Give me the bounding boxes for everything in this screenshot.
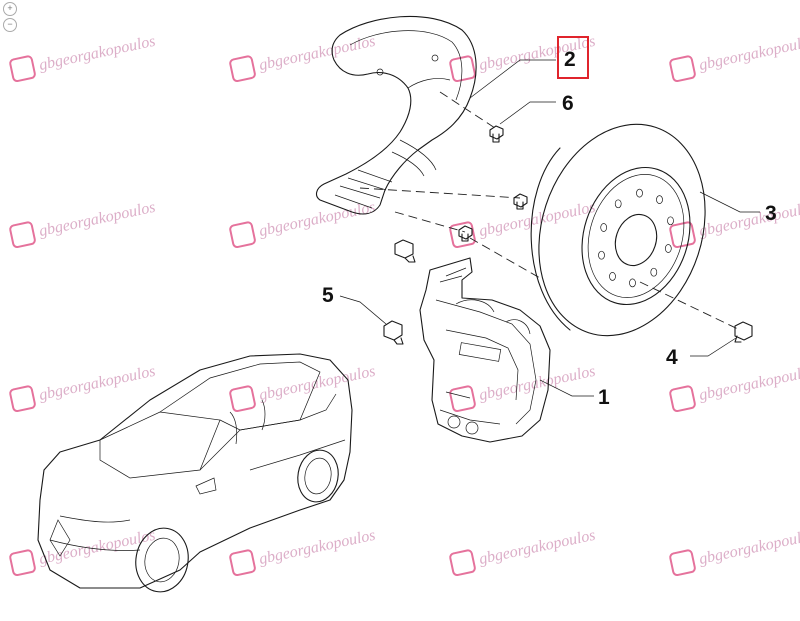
callout-label-2[interactable]: 2: [564, 48, 576, 71]
car-illustration: [37, 353, 353, 593]
watermark-logo-icon: [229, 221, 256, 249]
caliper-bolt-part[interactable]: [383, 320, 404, 345]
watermark-layer: gbgeorgakopoulos gbgeorgakopoulos gbgeorga…: [9, 33, 800, 577]
watermark-text: gbgeorgakopoulos: [478, 33, 597, 74]
watermark-10: gbgeorgakopoulos: [229, 363, 377, 413]
disc-lug-holes: [598, 188, 674, 288]
watermark-11: gbgeorgakopoulos: [449, 363, 597, 413]
watermark-text: gbgeorgakopoulos: [698, 527, 800, 568]
watermark-6: gbgeorgakopoulos: [229, 199, 377, 249]
watermark-logo-icon: [669, 55, 696, 83]
watermark-logo-icon: [229, 549, 256, 577]
watermark-text: gbgeorgakopoulos: [478, 363, 597, 404]
bolt-small-2[interactable]: [513, 193, 528, 210]
callout-labels: 2 6 3 4 5 1: [322, 48, 777, 409]
zoom-controls: + −: [0, 0, 18, 44]
watermark-logo-icon: [449, 221, 476, 249]
watermark-text: gbgeorgakopoulos: [698, 363, 800, 404]
watermark-16: gbgeorgakopoulos: [669, 527, 800, 577]
dust-shield-part[interactable]: [315, 15, 477, 215]
lug-hole: [650, 267, 658, 277]
callout-label-6[interactable]: 6: [562, 92, 574, 115]
callout-label-1[interactable]: 1: [598, 386, 610, 409]
watermark-13: gbgeorgakopoulos: [9, 527, 157, 577]
bolt-guide-upper[interactable]: [394, 239, 416, 263]
lug-hole: [609, 272, 616, 281]
watermark-text: gbgeorgakopoulos: [258, 33, 377, 74]
lug-hole: [598, 250, 605, 260]
watermark-text: gbgeorgakopoulos: [258, 527, 377, 568]
lug-hole: [629, 278, 636, 288]
watermark-4: gbgeorgakopoulos: [669, 33, 800, 83]
watermark-14: gbgeorgakopoulos: [229, 527, 377, 577]
callout-label-4[interactable]: 4: [666, 346, 678, 369]
assembly-lines: [359, 91, 741, 331]
watermark-logo-icon: [9, 221, 36, 249]
watermark-5: gbgeorgakopoulos: [9, 199, 157, 249]
brake-disc-part[interactable]: [513, 103, 732, 358]
watermark-logo-icon: [669, 221, 696, 249]
watermark-text: gbgeorgakopoulos: [478, 199, 597, 240]
watermark-logo-icon: [229, 55, 256, 83]
watermark-logo-icon: [9, 55, 36, 83]
watermark-9: gbgeorgakopoulos: [9, 363, 157, 413]
lug-hole: [667, 216, 674, 226]
watermark-text: gbgeorgakopoulos: [258, 199, 377, 240]
lug-hole: [656, 195, 663, 204]
watermark-15: gbgeorgakopoulos: [449, 527, 597, 577]
watermark-logo-icon: [9, 549, 36, 577]
watermark-text: gbgeorgakopoulos: [38, 363, 157, 404]
watermark-logo-icon: [229, 385, 256, 413]
watermark-1: gbgeorgakopoulos: [9, 33, 157, 83]
brake-caliper-part[interactable]: [419, 257, 551, 443]
zoom-out-icon[interactable]: −: [3, 18, 17, 32]
callout-label-5[interactable]: 5: [322, 284, 334, 307]
watermark-logo-icon: [449, 549, 476, 577]
lug-hole: [636, 188, 643, 198]
watermark-text: gbgeorgakopoulos: [258, 363, 377, 404]
watermark-logo-icon: [449, 385, 476, 413]
callout-label-3[interactable]: 3: [765, 202, 777, 225]
watermark-logo-icon: [449, 55, 476, 83]
watermark-text: gbgeorgakopoulos: [698, 33, 800, 74]
leader-lines: [339, 59, 760, 397]
bolt-small-3[interactable]: [458, 225, 473, 242]
watermark-text: gbgeorgakopoulos: [38, 199, 157, 240]
watermark-text: gbgeorgakopoulos: [698, 199, 800, 240]
highlight-box: [557, 36, 589, 79]
watermark-12: gbgeorgakopoulos: [669, 363, 800, 413]
watermark-logo-icon: [669, 385, 696, 413]
bolt-small-1[interactable]: [489, 125, 504, 143]
lug-hole: [600, 223, 608, 232]
watermark-text: gbgeorgakopoulos: [478, 527, 597, 568]
watermark-logo-icon: [669, 549, 696, 577]
lug-hole: [664, 244, 672, 253]
zoom-in-icon[interactable]: +: [3, 2, 17, 16]
watermark-logo-icon: [9, 385, 36, 413]
disc-screw-part[interactable]: [734, 321, 753, 343]
lug-hole: [614, 199, 622, 209]
watermark-text: gbgeorgakopoulos: [38, 33, 157, 74]
watermark-2: gbgeorgakopoulos: [229, 33, 377, 83]
